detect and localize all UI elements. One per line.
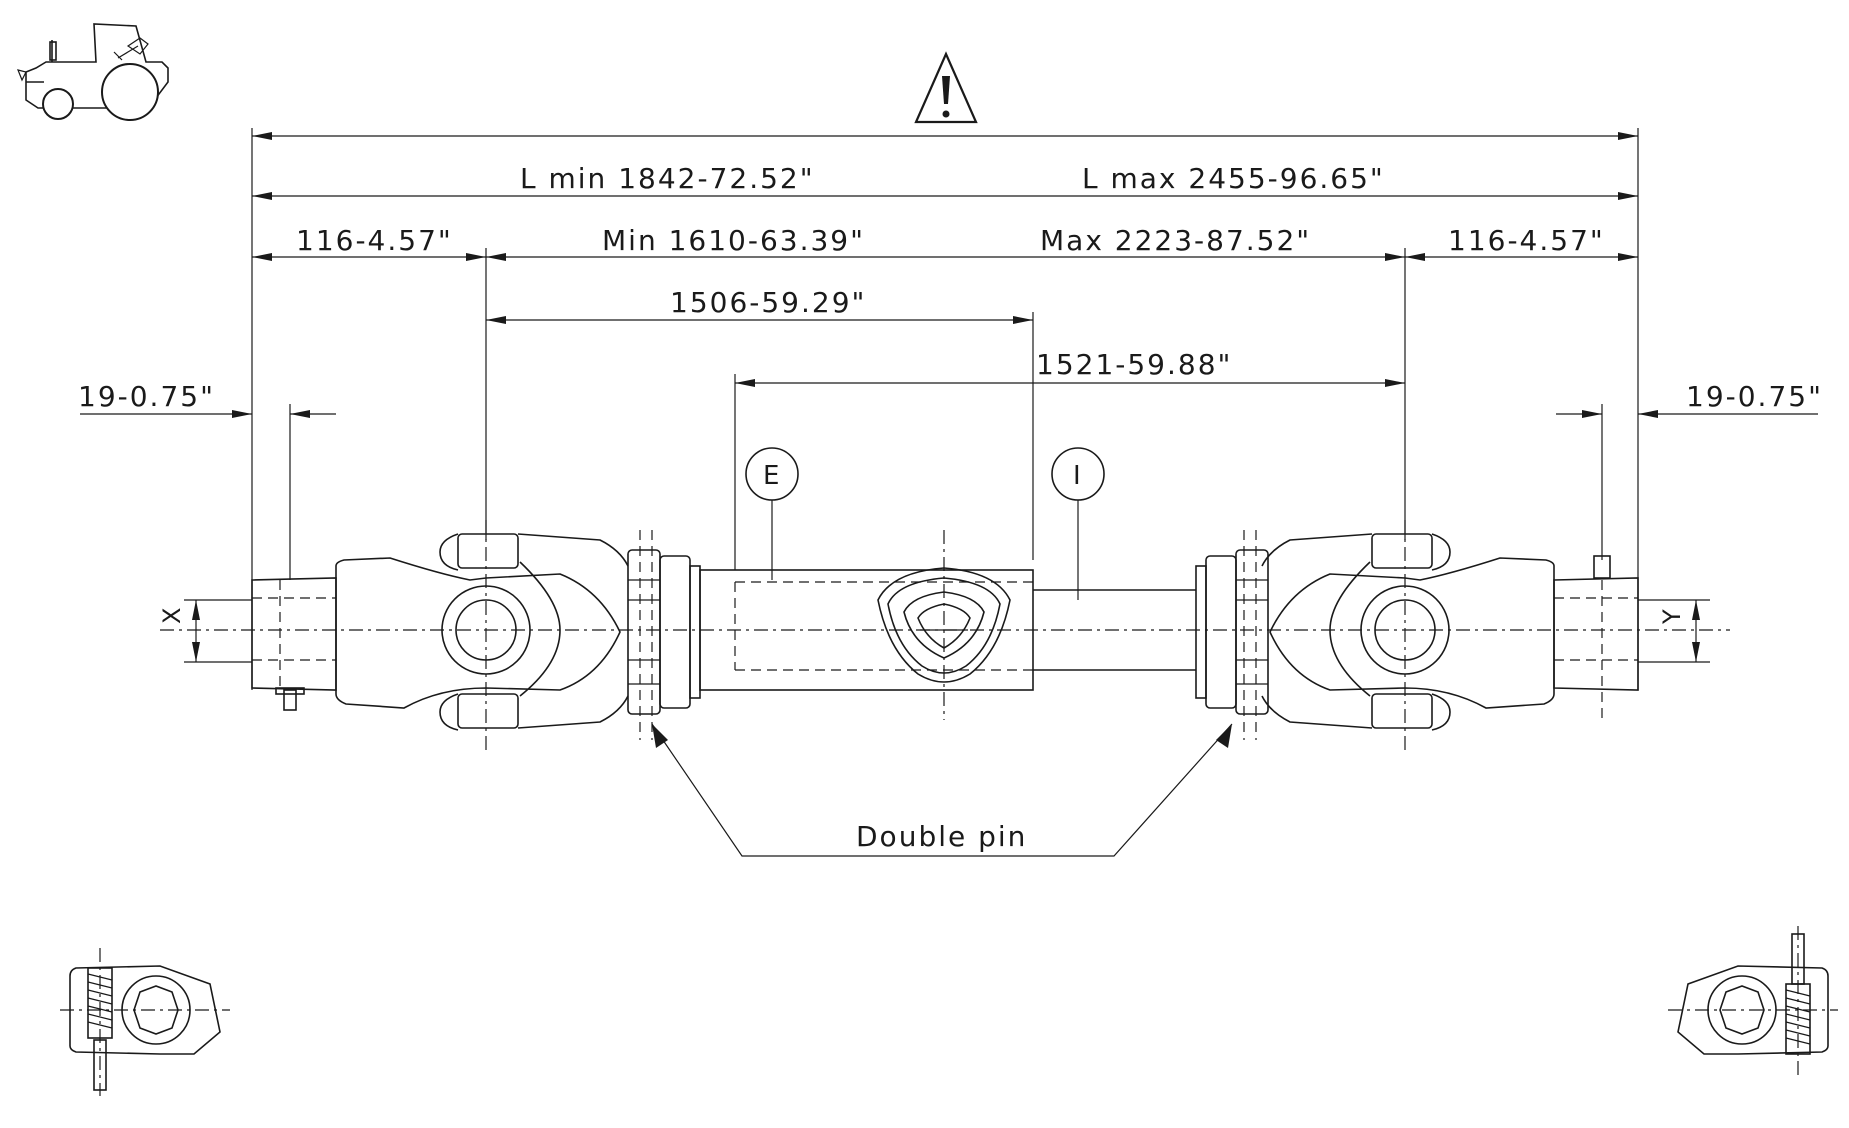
inner-tube (1033, 589, 1196, 671)
push-pin-lock-left-icon (60, 948, 230, 1096)
right-hub (1553, 555, 1710, 720)
warning-triangle-icon (914, 51, 978, 124)
dim-pin-left: 19-0.75" (78, 380, 215, 413)
dim-tube-max: Max 2223-87.52" (1040, 224, 1311, 257)
tube-profile-icon (877, 530, 1011, 720)
inner-tube-marker-label: I (1073, 461, 1083, 491)
dim-inner-tube: 1521-59.88" (1036, 348, 1232, 381)
dim-yoke-right: 116-4.57" (1448, 224, 1605, 257)
left-double-pin-collar (627, 530, 701, 740)
outer-tube-marker (745, 447, 799, 580)
dimension-lines (80, 128, 1818, 690)
dim-pin-right: 19-0.75" (1686, 380, 1823, 413)
left-bore-label: X (158, 606, 186, 624)
tractor-icon (17, 23, 169, 121)
dim-yoke-left: 116-4.57" (296, 224, 453, 257)
right-double-pin-collar (1195, 530, 1269, 740)
push-pin-lock-right-icon (1668, 926, 1838, 1076)
double-pin-callout (651, 723, 1233, 857)
dim-l-max: L max 2455-96.65" (1082, 162, 1385, 195)
dim-tube-min: Min 1610-63.39" (602, 224, 865, 257)
left-hub (184, 577, 337, 711)
dim-outer-tube: 1506-59.29" (670, 286, 866, 319)
inner-tube-marker (1051, 447, 1105, 600)
right-bore-label: Y (1658, 607, 1686, 625)
outer-tube-marker-label: E (763, 461, 781, 491)
outer-tube (699, 569, 1034, 691)
double-pin-label: Double pin (856, 820, 1027, 853)
left-yoke (335, 520, 629, 750)
right-yoke (1261, 520, 1555, 750)
dim-l-min: L min 1842-72.52" (520, 162, 815, 195)
